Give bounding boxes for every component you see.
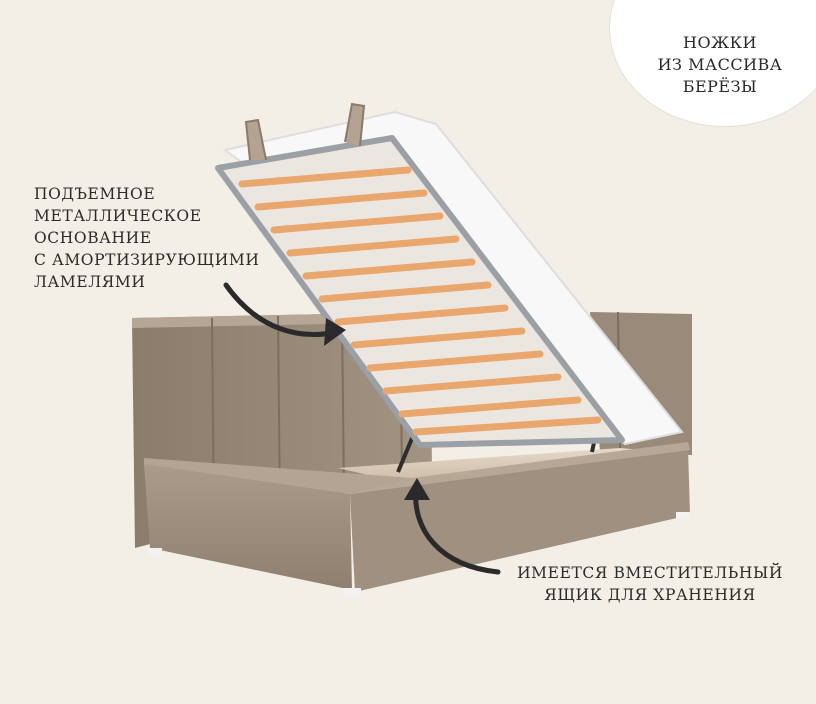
arrow-head-icon: [324, 318, 346, 346]
callout-arrows: [223, 282, 501, 575]
badge-line: НОЖКИ: [683, 33, 757, 52]
caption-line: ИМЕЕТСЯ ВМЕСТИТЕЛЬНЫЙ: [517, 564, 783, 582]
caption-line: ОСНОВАНИЕ: [34, 229, 152, 247]
caption-line: ПОДЪЕМНОЕ: [34, 185, 156, 203]
arrow-to-lift-base: [223, 282, 339, 337]
leg: [148, 548, 162, 556]
leg: [343, 588, 361, 596]
leg: [676, 512, 690, 519]
caption-line: ЯЩИК ДЛЯ ХРАНЕНИЯ: [544, 586, 756, 604]
caption-line: ЛАМЕЛЯМИ: [34, 273, 146, 291]
caption-line: С АМОРТИЗИРУЮЩИМИ: [34, 251, 260, 269]
caption-line: МЕТАЛЛИЧЕСКОЕ: [34, 207, 202, 225]
lift-base: [215, 102, 684, 448]
badge-line: БЕРЁЗЫ: [682, 77, 758, 96]
storage-caption: ИМЕЕТСЯ ВМЕСТИТЕЛЬНЫЙ ЯЩИК ДЛЯ ХРАНЕНИЯ: [500, 562, 800, 606]
arrow-to-storage: [413, 485, 501, 575]
arrow-head-icon: [404, 478, 430, 500]
badge-caption: НОЖКИ ИЗ МАССИВА БЕРЁЗЫ: [650, 32, 790, 98]
bed-frame: [144, 442, 690, 592]
slats: [238, 166, 602, 436]
badge-line: ИЗ МАССИВА: [657, 55, 783, 74]
lift-base-caption: ПОДЪЕМНОЕ МЕТАЛЛИЧЕСКОЕ ОСНОВАНИЕ С АМОР…: [34, 183, 294, 293]
